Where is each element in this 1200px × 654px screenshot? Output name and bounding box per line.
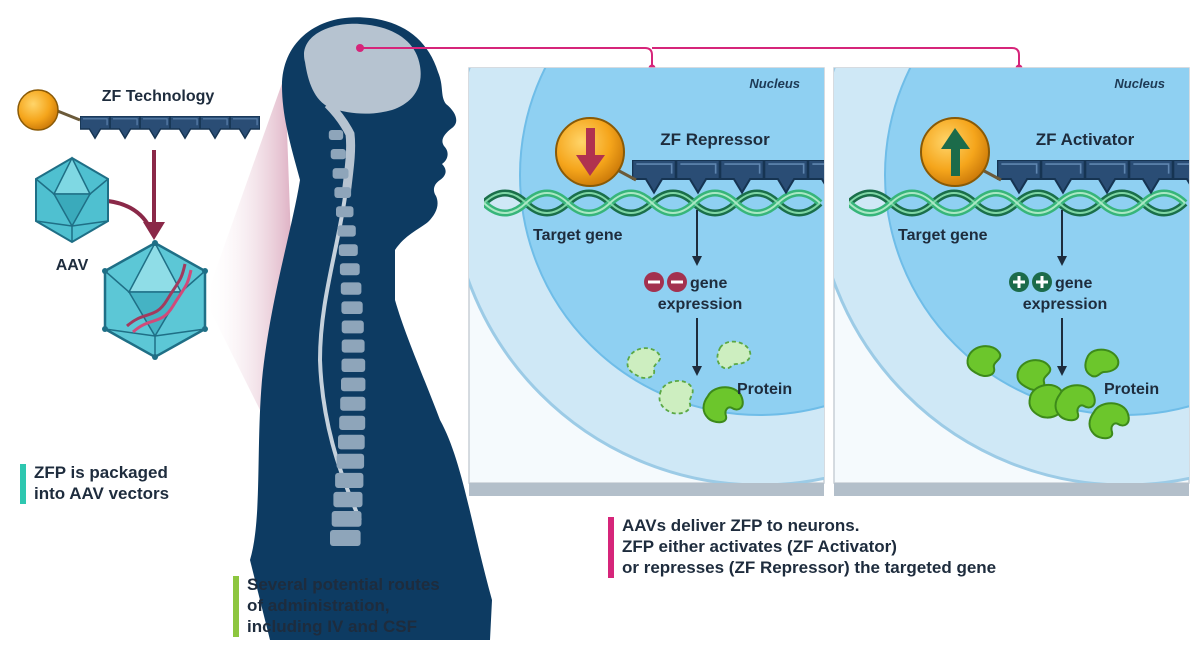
zf-repressor-label: ZF Repressor xyxy=(660,130,770,149)
zf-technology-molecule: ZF Technology xyxy=(17,88,260,139)
vertebra xyxy=(328,130,344,140)
repressor-panel: Nucleus ZF Repressor Target gene gene ex… xyxy=(468,67,825,496)
vertebra xyxy=(341,358,366,372)
vertebra xyxy=(331,511,362,527)
plus-icon xyxy=(1009,272,1029,292)
target-gene-label: Target gene xyxy=(533,227,623,244)
caption-line: of administration, xyxy=(247,596,390,615)
activator-panel: Nucleus ZF Activator Target gene gene ex… xyxy=(833,67,1190,496)
zinc-finger-domain-icon xyxy=(170,116,200,139)
vertebra xyxy=(340,396,366,411)
caption-line: ZFP either activates (ZF Activator) xyxy=(622,537,897,556)
zinc-finger-domain-icon xyxy=(200,116,230,139)
aav-capsid-small-icon xyxy=(35,156,109,244)
vertebra xyxy=(330,530,361,546)
nucleus-label: Nucleus xyxy=(749,76,800,91)
human-silhouette xyxy=(250,17,492,641)
vertebra xyxy=(338,434,365,450)
vertebra xyxy=(339,415,366,430)
gene-label: gene xyxy=(690,275,727,292)
caption-line: Several potential routes xyxy=(247,575,440,594)
target-gene-label: Target gene xyxy=(898,227,988,244)
brain-connector xyxy=(360,47,1020,68)
protein-label: Protein xyxy=(1104,381,1159,398)
routes-caption: Several potential routes of administrati… xyxy=(233,574,440,637)
nucleus-label: Nucleus xyxy=(1114,76,1165,91)
minus-icon xyxy=(667,272,687,292)
zinc-finger-domain-icon xyxy=(110,116,140,139)
vertebra xyxy=(337,225,356,237)
vertebra xyxy=(341,320,364,334)
zinc-finger-domain-icon xyxy=(230,116,260,139)
zf-activator-label: ZF Activator xyxy=(1036,130,1135,149)
vertebra xyxy=(330,149,346,160)
caption-accent-bar xyxy=(20,464,26,504)
zf-technology-label: ZF Technology xyxy=(102,88,215,105)
vertebra xyxy=(341,301,363,314)
caption-accent-bar xyxy=(233,576,239,637)
vertebra xyxy=(340,282,362,295)
vertebra xyxy=(333,491,363,508)
caption-line: ZFP is packaged xyxy=(34,463,168,482)
packaging-caption: ZFP is packaged into AAV vectors xyxy=(20,462,169,504)
caption-line: into AAV vectors xyxy=(34,484,170,503)
protein-icon xyxy=(702,386,744,424)
expression-label: expression xyxy=(1023,296,1107,313)
vertebra xyxy=(335,472,364,488)
connector-dot xyxy=(356,44,364,52)
vertebra xyxy=(334,187,352,198)
brain-icon xyxy=(304,23,421,114)
effector-orb-icon xyxy=(17,89,59,131)
vertebra xyxy=(341,377,366,392)
protein-cluster xyxy=(966,345,1130,440)
aav-label: AAV xyxy=(56,257,89,274)
vertebra xyxy=(336,453,365,469)
caption-line: or represses (ZF Repressor) the targeted… xyxy=(622,558,997,577)
aav-capsid-loaded-icon xyxy=(102,240,208,360)
vertebra xyxy=(338,244,358,256)
caption-line: including IV and CSF xyxy=(247,617,417,636)
plus-icon xyxy=(1032,272,1052,292)
protein-faded xyxy=(626,340,752,415)
arrow-down-icon xyxy=(576,128,605,176)
expression-label: expression xyxy=(658,296,742,313)
vertebra xyxy=(341,339,365,353)
vertebra xyxy=(332,168,349,179)
packaging-arrow xyxy=(107,150,165,240)
vertebra xyxy=(339,263,360,276)
caption-line: AAVs deliver ZFP to neurons. xyxy=(622,516,860,535)
caption-accent-bar xyxy=(608,517,614,578)
zinc-finger-domain-icon xyxy=(80,116,110,139)
zinc-finger-domain-icon xyxy=(140,116,170,139)
delivery-caption: AAVs deliver ZFP to neurons. ZFP either … xyxy=(608,515,996,578)
gene-label: gene xyxy=(1055,275,1092,292)
protein-label: Protein xyxy=(737,381,792,398)
vertebra xyxy=(336,206,354,218)
minus-icon xyxy=(644,272,664,292)
arrow-up-icon xyxy=(941,128,970,176)
